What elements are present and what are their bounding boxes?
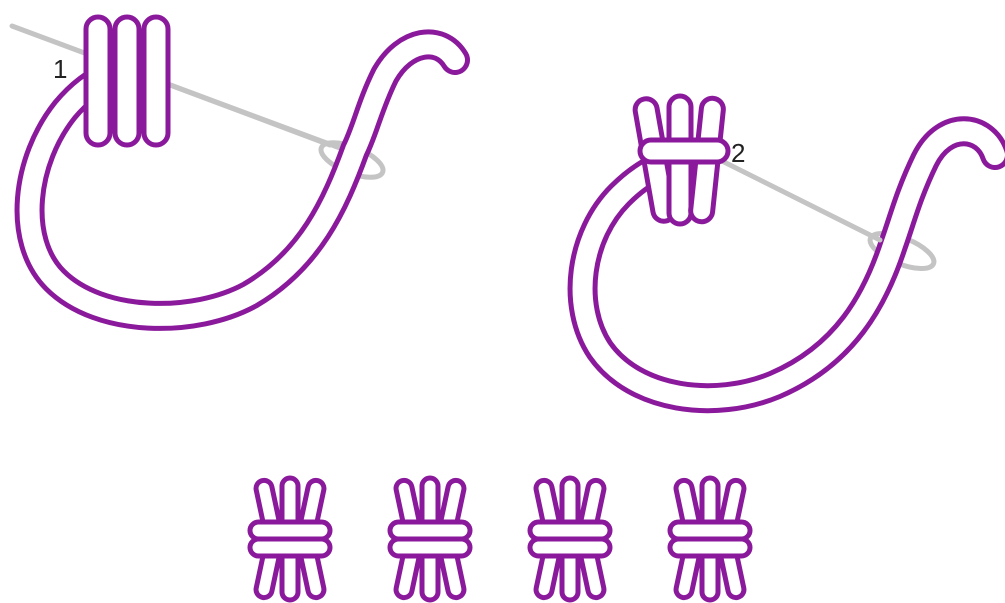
step-2-label: 2 — [731, 138, 745, 168]
finished-stitch — [530, 478, 610, 600]
step-1-group: 1 — [12, 17, 455, 316]
step-2-group: 2 — [583, 96, 995, 398]
needle-1-front — [170, 85, 330, 145]
binding-wrap-2 — [640, 140, 728, 162]
finished-stitch — [390, 478, 470, 600]
finished-stitch — [250, 478, 330, 600]
needle-2-front — [700, 150, 880, 240]
step-1-label: 1 — [53, 54, 67, 84]
wraps-1 — [86, 17, 168, 145]
wraps-2 — [633, 96, 728, 224]
finished-stitches-row — [250, 478, 750, 600]
finished-stitch — [670, 478, 750, 600]
